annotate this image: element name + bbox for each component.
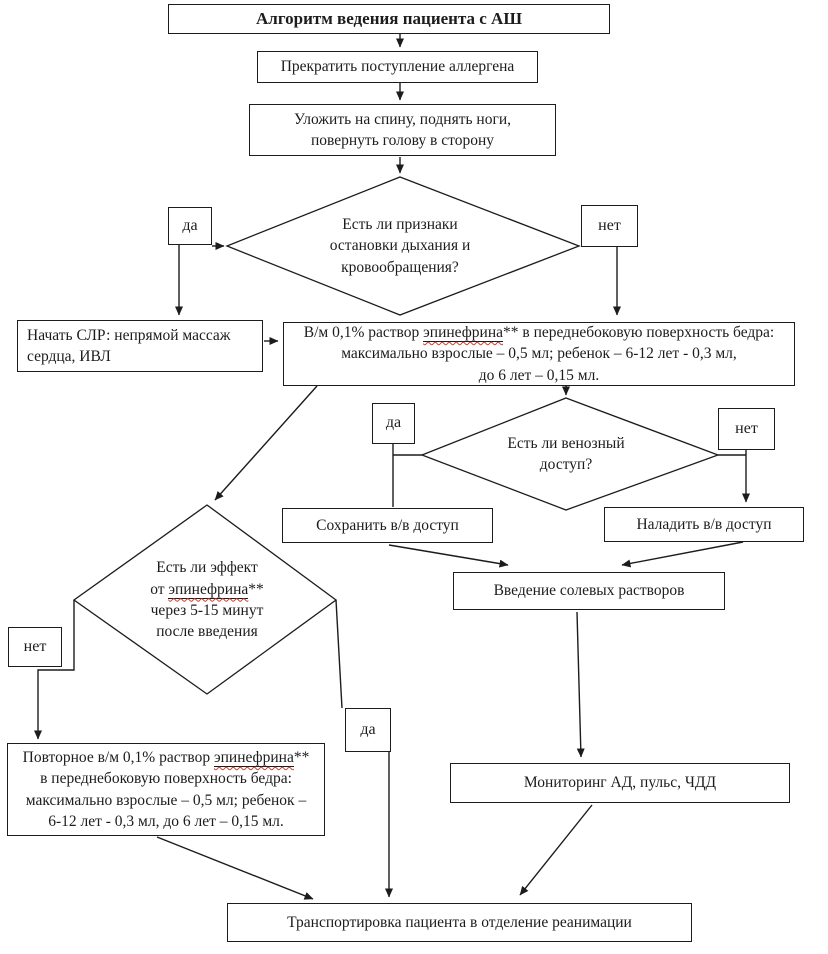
node-stop-allergen: Прекратить поступление аллергена (257, 51, 538, 83)
arrow-keepiv-to-saline (388, 544, 509, 568)
diamond-venous-access (420, 397, 720, 511)
node-epinephrine-im: В/м 0,1% раствор эпинефрина** в переднеб… (283, 322, 795, 386)
label-no-cardiac-arrest: нет (581, 205, 638, 247)
decision-epinephrine-effect-text: Есть ли эффект от эпинефрина** через 5-1… (150, 559, 264, 641)
label-yes-epinephrine-effect: да (345, 708, 391, 752)
label-no-venous-access: нет (718, 408, 775, 450)
arrow-establishiv-to-saline (621, 541, 744, 568)
diamond-epinephrine-effect (72, 504, 338, 695)
label-yes-cardiac-arrest: да (168, 207, 212, 245)
node-repeat-epinephrine: Повторное в/м 0,1% раствор эпинефрина** … (7, 743, 325, 836)
label-no-epinephrine-effect: нет (8, 627, 62, 667)
node-establish-iv-access: Наладить в/в доступ (604, 507, 804, 542)
node-monitoring: Мониторинг АД, пульс, ЧДД (450, 763, 790, 803)
arrow-epinephrine-to-decision3 (214, 385, 318, 501)
node-title: Алгоритм ведения пациента с АШ (168, 4, 610, 34)
label-yes-venous-access: да (372, 403, 415, 444)
node-saline-infusion: Введение солевых растворов (453, 572, 725, 610)
node-transport: Транспортировка пациента в отделение реа… (227, 903, 692, 942)
decision-cardiac-arrest-text: Есть ли признаки остановки дыхания и кро… (329, 215, 471, 276)
arrow-monitoring-to-transport (519, 804, 593, 896)
line-decision3-yes-v1 (335, 599, 343, 709)
node-lay-down: Уложить на спину, поднять ноги, повернут… (249, 104, 556, 156)
arrow-saline-to-monitoring (576, 611, 585, 758)
diamond-cardiac-arrest (225, 176, 581, 316)
decision-venous-access-text: Есть ли венозный доступ? (507, 434, 625, 473)
arrow-decision3-no-elbow (34, 600, 75, 740)
node-cpr: Начать СЛР: непрямой массаж сердца, ИВЛ (17, 320, 263, 372)
node-keep-iv-access: Сохранить в/в доступ (282, 508, 493, 543)
arrow-repeat-to-transport (156, 836, 314, 900)
